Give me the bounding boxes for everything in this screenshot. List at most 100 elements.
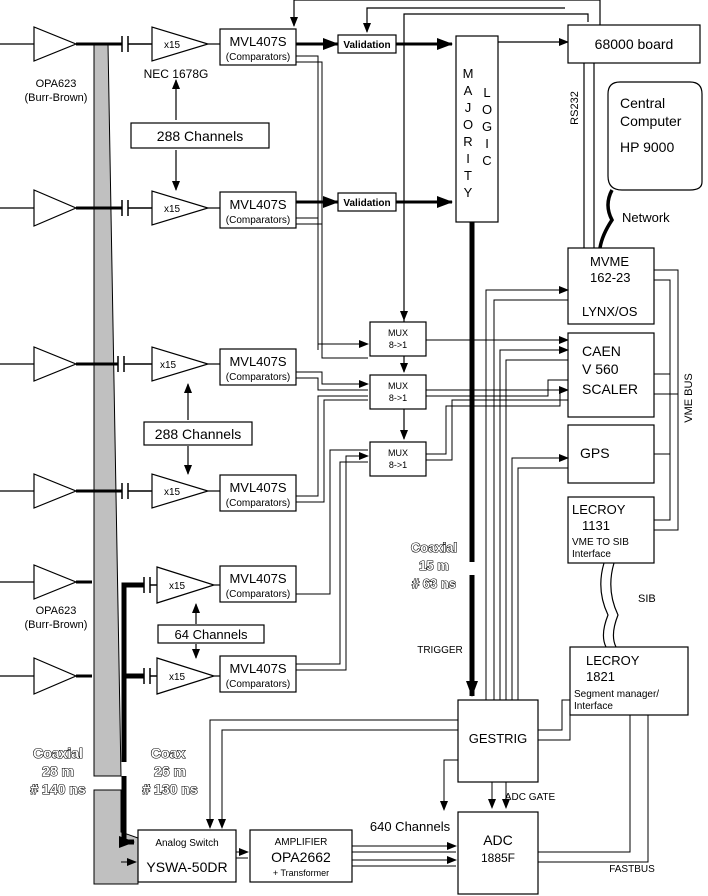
majority-letter: I xyxy=(466,151,470,166)
validation-paths xyxy=(296,38,453,208)
gestrig-connections xyxy=(206,286,571,829)
gain-label: x15 xyxy=(164,487,181,498)
amp-outputs xyxy=(76,42,122,678)
caen-title: CAEN xyxy=(582,343,621,359)
comparator-to-mux-lines xyxy=(296,55,369,671)
majority-letter: O xyxy=(463,117,473,132)
comparator-sub: (Comparators) xyxy=(226,589,290,600)
board-feedback-lines xyxy=(290,0,601,330)
central-computer-line2: Computer xyxy=(620,113,682,129)
caen-type: SCALER xyxy=(582,381,638,397)
coaxial-bundle-bar xyxy=(93,43,122,777)
coax-26m-line xyxy=(119,582,144,848)
opa623-top-sub: (Burr-Brown) xyxy=(25,92,88,104)
majority-letter: Y xyxy=(464,185,473,200)
coaxial-15-length: 15 m xyxy=(419,558,449,573)
coaxial-15-delay: # 63 ns xyxy=(412,576,456,591)
gain-stages xyxy=(151,26,216,695)
opa623-bottom-sub: (Burr-Brown) xyxy=(25,619,88,631)
vme-bus-lines xyxy=(654,269,679,531)
lecroy-1131-desc: VME TO SIB xyxy=(572,537,629,548)
comparator-title: MVL407S xyxy=(229,661,286,676)
coaxial-15m-label: Coaxial 15 m # 63 ns xyxy=(410,539,457,591)
validation-boxes xyxy=(337,34,397,212)
mux-ratio: 8->1 xyxy=(389,340,407,350)
coax-26-delay: # 130 ns xyxy=(142,781,197,797)
gps-label: GPS xyxy=(580,445,610,461)
amplifier-transformer: + Transformer xyxy=(273,868,329,878)
coax-26m-label: Coax 26 m # 130 ns xyxy=(142,744,199,797)
gain-label: x15 xyxy=(164,40,181,51)
vme-bus-label: VME BUS xyxy=(683,373,695,423)
analog-switch-model: YSWA-50DR xyxy=(146,859,227,875)
channels-adc: 640 Channels xyxy=(370,819,451,834)
analog-switch-label: Analog Switch xyxy=(155,838,218,849)
network-label: Network xyxy=(622,210,670,225)
logic-letter: L xyxy=(483,85,490,100)
coaxial-28-length: 28 m xyxy=(42,763,74,779)
gain-label: x15 xyxy=(164,204,181,215)
gain-labels: x15 x15 x15 x15 x15 x15 xyxy=(160,40,186,683)
coaxial-15-title: Coaxial xyxy=(411,540,457,555)
central-computer-line1: Central xyxy=(620,95,665,111)
coax-26-length: 26 m xyxy=(154,763,186,779)
adc-title: ADC xyxy=(483,832,513,848)
channel-arrows xyxy=(172,79,200,659)
comparator-title: MVL407S xyxy=(229,197,286,212)
rs232-link xyxy=(583,63,595,248)
logic-letter: C xyxy=(482,153,491,168)
coaxial-28-title: Coaxial xyxy=(33,745,83,761)
majority-letters: M A J O R I T Y L O G I C xyxy=(463,66,492,200)
adc-connections xyxy=(121,715,649,867)
mux-title: MUX xyxy=(388,328,408,338)
gain-label: x15 xyxy=(160,360,177,371)
mvme-model: 162-23 xyxy=(590,270,630,285)
comparator-title: MVL407S xyxy=(229,480,286,495)
adc-model: 1885F xyxy=(481,851,515,865)
logic-letter: G xyxy=(482,119,492,134)
majority-logic-box xyxy=(455,35,499,223)
majority-letter: R xyxy=(463,134,472,149)
comparator-boxes xyxy=(219,28,297,693)
lecroy-1131-iface: Interface xyxy=(572,549,611,560)
opa623-top-label: OPA623 xyxy=(36,78,77,90)
amplifier-model: OPA2662 xyxy=(271,849,331,865)
validation-label: Validation xyxy=(343,40,390,51)
adc-gate-label: ADC GATE xyxy=(505,792,556,803)
lecroy-1131-model: 1131 xyxy=(582,518,610,533)
mux-boxes xyxy=(369,321,427,477)
coaxial-28-delay: # 140 ns xyxy=(30,781,85,797)
coaxial-28m-label: Coaxial 28 m # 140 ns xyxy=(30,744,87,797)
central-computer-box xyxy=(607,81,703,191)
mux-title: MUX xyxy=(388,381,408,391)
majority-letter: J xyxy=(465,100,472,115)
lecroy-1821-model: 1821 xyxy=(586,669,615,684)
input-amplifiers xyxy=(0,26,78,695)
mux-ratio: 8->1 xyxy=(389,460,407,470)
majority-letter: A xyxy=(464,83,473,98)
comparator-sub: (Comparators) xyxy=(226,215,290,226)
comparator-labels: MVL407S (Comparators) MVL407S (Comparato… xyxy=(226,34,290,690)
comparator-title: MVL407S xyxy=(229,354,286,369)
right-system-boxes xyxy=(137,24,701,895)
majority-letter: T xyxy=(464,168,472,183)
fastbus-label: FASTBUS xyxy=(609,864,655,875)
comparator-sub: (Comparators) xyxy=(226,679,290,690)
mux-to-caen-lines xyxy=(426,336,569,461)
coax-26-title: Coax xyxy=(151,745,185,761)
nec-label: NEC 1678G xyxy=(144,67,209,81)
logic-letter: I xyxy=(485,136,489,151)
channels-group-b: 288 Channels xyxy=(155,426,241,442)
lecroy-1821-desc: Segment manager/ xyxy=(574,689,659,700)
comparator-sub: (Comparators) xyxy=(226,52,290,63)
board-68000: 68000 board xyxy=(595,36,674,52)
comparator-title: MVL407S xyxy=(229,571,286,586)
gain-to-comparator-lines xyxy=(208,43,220,677)
mux-labels: MUX 8->1 MUX 8->1 MUX 8->1 xyxy=(388,328,408,470)
gain-label: x15 xyxy=(169,581,186,592)
validation-label: Validation xyxy=(343,198,390,209)
mux-ratio: 8->1 xyxy=(389,393,407,403)
amplifier-label: AMPLIFIER xyxy=(275,837,328,848)
lecroy-1821-title: LECROY xyxy=(586,653,640,668)
